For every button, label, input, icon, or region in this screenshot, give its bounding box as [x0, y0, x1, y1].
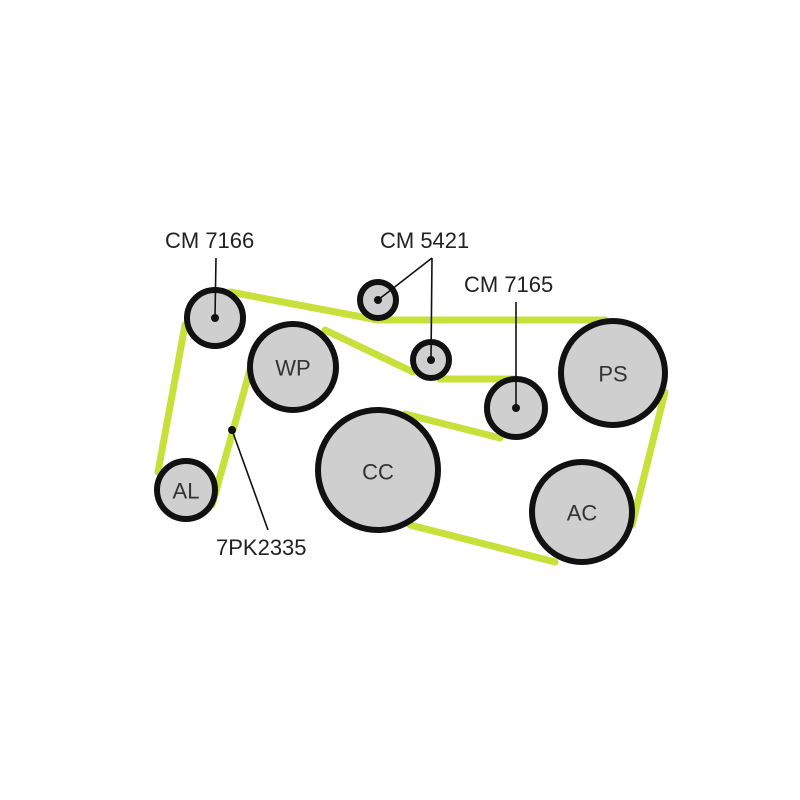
- label-wp: WP: [275, 356, 310, 381]
- leader-lines: [214, 257, 517, 531]
- label-ac: AC: [567, 501, 598, 526]
- label-cm5421: CM 5421: [380, 228, 469, 253]
- label-belt: 7PK2335: [216, 535, 307, 560]
- label-al: AL: [173, 479, 200, 504]
- pulley-wp: [247, 321, 339, 413]
- label-cm7166: CM 7166: [165, 228, 254, 253]
- label-ps: PS: [598, 362, 627, 387]
- pulley-ac: [529, 459, 635, 565]
- label-cm7165: CM 7165: [464, 272, 553, 297]
- pulley-ps: [558, 318, 668, 428]
- pulley-cc: [315, 407, 441, 533]
- pulley-al: [154, 458, 218, 522]
- label-cc: CC: [362, 460, 394, 485]
